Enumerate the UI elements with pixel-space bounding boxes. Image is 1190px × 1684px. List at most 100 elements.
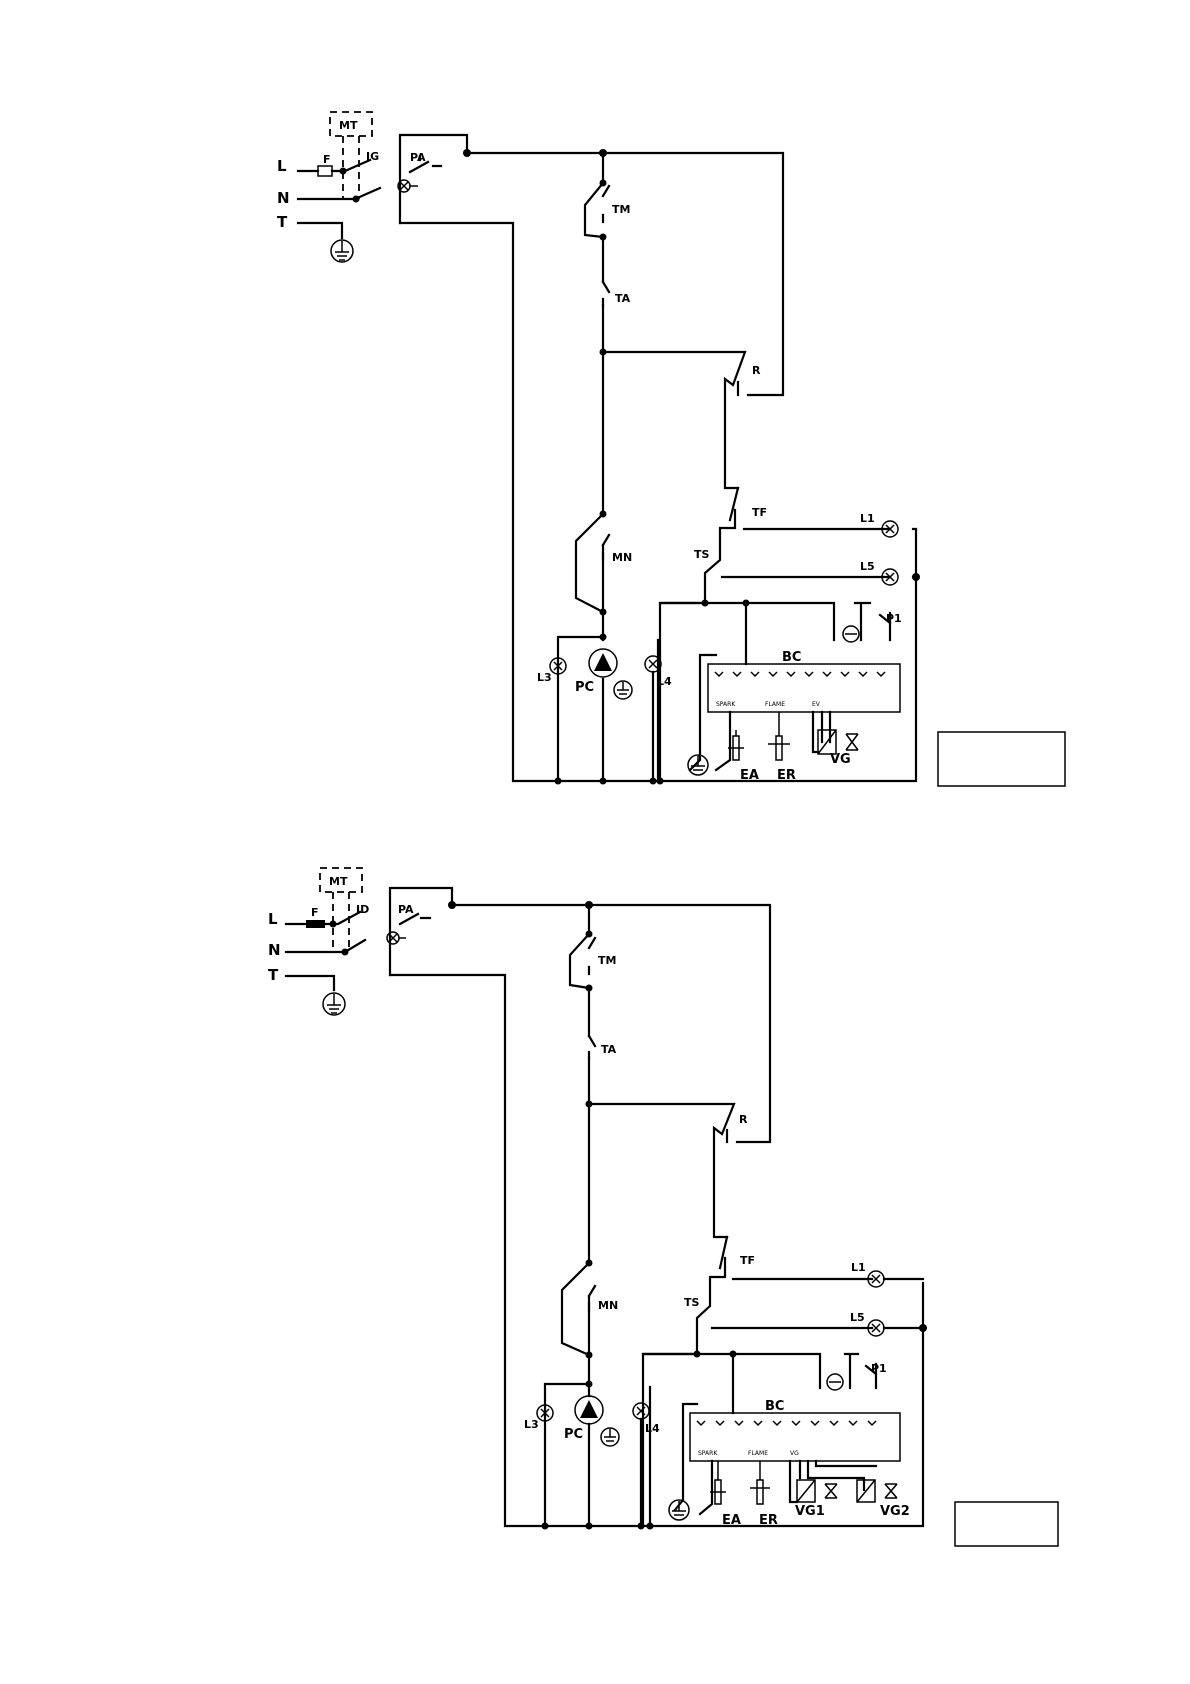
fuse-label: F [323, 153, 331, 166]
spark-label: SPARK [716, 701, 736, 708]
board-earth-icon [687, 754, 709, 776]
selector-label: PA [398, 903, 414, 916]
board-terminals [714, 671, 886, 678]
lamp-l5-icon [867, 1319, 885, 1337]
thermo-tf-label: TF [740, 1254, 755, 1267]
lamp-l4-label: L4 [645, 1422, 660, 1435]
lamp-lines [710, 1277, 925, 1330]
relay-branch-wire [601, 350, 747, 490]
thermo-tf-label: TF [752, 506, 767, 519]
pump-icon [588, 648, 618, 678]
tf-ts-wire [658, 486, 740, 605]
board-earth-icon [668, 1499, 690, 1521]
ignition-electrode-label: EA [722, 1513, 741, 1528]
earth-icon [330, 239, 354, 263]
pressure-switch-wires [843, 1352, 878, 1390]
input-t-label: T [268, 966, 279, 984]
control-board-label: BC [765, 1399, 784, 1414]
input-l-label: L [268, 910, 278, 928]
selector-contact [398, 912, 432, 926]
lamp-l4-icon [632, 1402, 650, 1420]
valve-wires [811, 710, 832, 754]
thermostat-box-label: MT [329, 875, 348, 888]
flame-label: FLAME [748, 1450, 768, 1457]
lamp-l3-label: L3 [524, 1418, 539, 1431]
spark-wires [688, 653, 732, 772]
supply-wires [296, 158, 382, 240]
detection-electrode-icon [768, 712, 790, 761]
selector-frame [398, 133, 469, 225]
detection-electrode-label: ER [759, 1513, 778, 1528]
thermo-ta-label: TA [601, 1043, 617, 1056]
lamp-l3-icon [549, 657, 567, 675]
spark-label: SPARK [698, 1450, 718, 1457]
board-feed-wires [639, 1352, 822, 1528]
input-l-label: L [277, 157, 287, 175]
ignition-electrode-icon [728, 730, 744, 761]
lamp-lines [720, 527, 918, 579]
pump-label: PC [575, 680, 594, 695]
pressure-switch-label: P1 [886, 612, 902, 625]
detection-electrode-icon [750, 1461, 770, 1505]
board-lamp-icon [826, 1373, 844, 1391]
fuse-icon [306, 920, 325, 928]
relay-branch-wire [587, 1102, 736, 1239]
thermo-mn-label: MN [598, 1299, 618, 1312]
pump-earth-icon [613, 680, 633, 700]
neutral-return-wire [388, 973, 925, 1528]
control-board-label: BC [782, 650, 801, 665]
lamp-l5-icon [881, 568, 899, 586]
gas-valve-1-icon [796, 1479, 838, 1503]
fuse-label: F [311, 906, 319, 919]
input-t-label: T [277, 213, 288, 231]
selector-label: PA [410, 151, 426, 164]
pump-icon [574, 1395, 604, 1425]
thermo-tm-symbol [583, 181, 611, 239]
control-board [689, 1412, 901, 1462]
label-box [937, 731, 1066, 787]
relay-label: R [752, 364, 761, 377]
pump-wires [543, 1353, 591, 1528]
earth-icon [322, 992, 346, 1016]
thermostat-box-label: MT [339, 119, 358, 132]
spark-wires [673, 1402, 714, 1516]
wiring-diagram-2: L N T F MT ID PA TM TA R TF TS L1 L5 MN … [268, 867, 1059, 1547]
lamp-l5-label: L5 [860, 560, 875, 573]
thermo-tm-label: TM [598, 954, 616, 967]
flame-label: FLAME [765, 701, 785, 708]
thermo-ta-symbol [587, 1034, 597, 1060]
gas-valve-label: VG [830, 752, 851, 767]
thermo-tm-symbol [568, 932, 597, 990]
lamp-l1-icon [881, 520, 899, 538]
thermo-tm-label: TM [612, 203, 630, 216]
fuse-icon [317, 165, 333, 177]
main-switch-label: ID [356, 903, 369, 916]
board-lamp-icon [842, 625, 860, 643]
ev-label: EV [812, 701, 821, 708]
input-n-label: N [268, 941, 281, 959]
thermo-mn-symbol [560, 1261, 597, 1357]
pressure-switch-wires [853, 601, 892, 642]
ignition-electrode-icon [710, 1461, 726, 1505]
selector-frame [388, 886, 454, 977]
main-switch-label: IG [366, 150, 379, 163]
pump-earth-icon [600, 1427, 620, 1447]
ev-label: VG [790, 1450, 799, 1457]
thermo-ts-label: TS [684, 1296, 700, 1309]
lamp-l3-label: L3 [537, 671, 552, 684]
pressure-switch-label: P1 [871, 1362, 887, 1375]
selector-contact [408, 154, 443, 174]
thermostat-box [319, 867, 363, 893]
lamp-l1-label: L1 [851, 1261, 866, 1274]
board-feed-wires [651, 601, 836, 783]
wiring-diagram-1: L N T F MT IG PA TM TA R TF TS L1 L5 MN [277, 111, 1066, 787]
control-board [707, 663, 901, 713]
thermostat-link [342, 136, 360, 199]
lamp-l1-label: L1 [860, 512, 875, 525]
gas-valve-2-label: VG2 [880, 1504, 910, 1519]
pump-label: PC [564, 1427, 583, 1442]
board-terminals [696, 1420, 877, 1427]
gas-valve-icon [817, 729, 859, 755]
lamp-l5-label: L5 [850, 1311, 865, 1324]
